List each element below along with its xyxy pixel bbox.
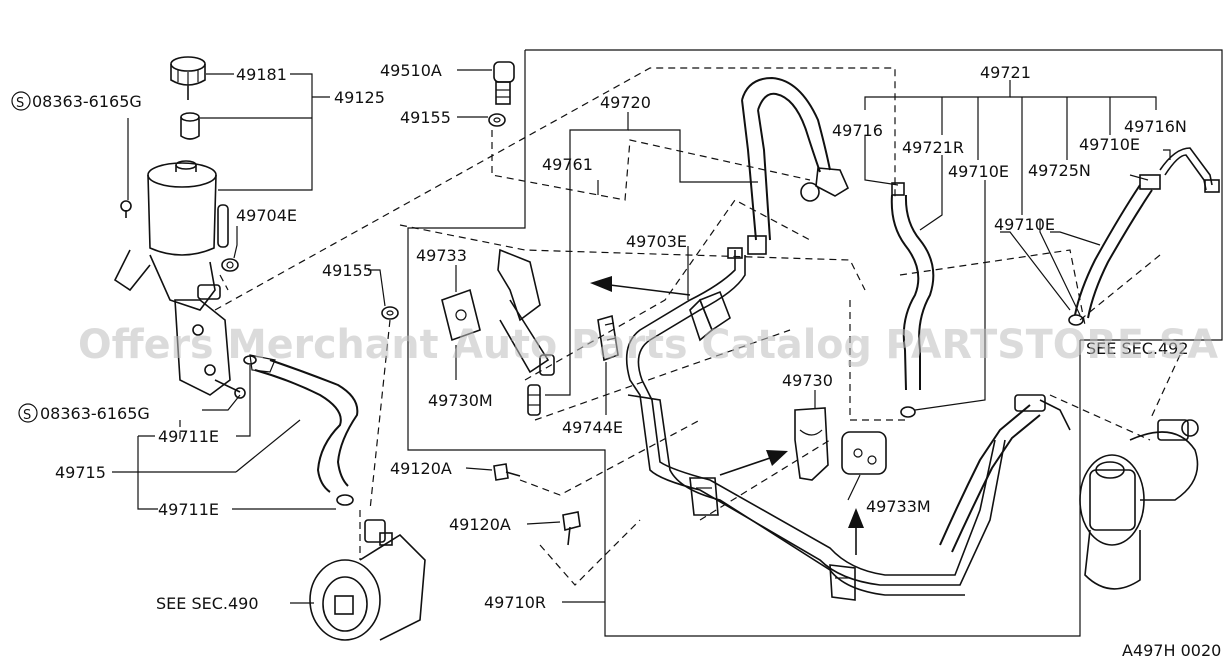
label-see-sec-490: SEE SEC.490 <box>156 594 259 613</box>
return-hose <box>243 354 359 506</box>
label-49721r: 49721R <box>902 138 964 157</box>
label-49730: 49730 <box>782 371 833 390</box>
pressure-hose <box>741 76 850 255</box>
bolt-08363-a <box>120 200 132 218</box>
label-49125: 49125 <box>334 88 385 107</box>
pressure-tubes <box>625 247 1006 596</box>
leader-lines <box>112 69 1171 604</box>
label-49120a-b: 49120A <box>449 515 511 534</box>
label-49715: 49715 <box>55 463 106 482</box>
arrows <box>590 276 864 555</box>
watermark-text: Offers Merchant Auto Parts Catalog PARTS… <box>78 322 1218 368</box>
clip-49744e <box>597 314 619 362</box>
label-49730m: 49730M <box>428 391 493 410</box>
clamp-49703e <box>689 290 731 342</box>
tube-49716n <box>1159 147 1220 193</box>
diagram-code: A497H 0020 <box>1122 641 1221 660</box>
label-see-sec-492: SEE SEC.492 <box>1086 339 1189 358</box>
lower-high-pressure-hose <box>939 394 1071 553</box>
bracket-49733 <box>441 248 550 374</box>
tube-clamp-lower-b <box>829 564 856 601</box>
label-49716n: 49716N <box>1124 117 1187 136</box>
label-49710e-a: 49710E <box>948 162 1009 181</box>
label-49725n: 49725N <box>1028 161 1091 180</box>
label-49716: 49716 <box>832 121 883 140</box>
bolt-49120a-a <box>493 463 521 481</box>
s-symbol-a-letter: S <box>16 96 24 111</box>
clip-49704e <box>221 258 239 272</box>
connector-49510a <box>493 61 515 105</box>
label-49711e-a: 49711E <box>158 427 219 446</box>
s-symbol-b <box>18 403 38 423</box>
label-49733m: 49733M <box>866 497 931 516</box>
reservoir-cap <box>170 56 206 100</box>
label-49720: 49720 <box>600 93 651 112</box>
hose-49721r <box>890 182 935 418</box>
label-49120a-a: 49120A <box>390 459 452 478</box>
label-49704e: 49704E <box>236 206 297 225</box>
section-frames <box>407 49 1223 637</box>
label-49711e-b: 49711E <box>158 500 219 519</box>
bracket-49730 <box>794 407 829 481</box>
label-49733: 49733 <box>416 246 467 265</box>
label-49710e-c: 49710E <box>994 215 1055 234</box>
label-49703e: 49703E <box>626 232 687 251</box>
label-49710e-b: 49710E <box>1079 135 1140 154</box>
label-08363-a: 08363-6165G <box>32 92 142 111</box>
reservoir-tank <box>113 160 229 311</box>
label-08363-b: 08363-6165G <box>40 404 150 423</box>
label-49510a: 49510A <box>380 61 442 80</box>
label-49155-a: 49155 <box>400 108 451 127</box>
label-49744e: 49744E <box>562 418 623 437</box>
label-49155-b: 49155 <box>322 261 373 280</box>
part-labels: 49181 49125 S 08363-6165G 49510A 49155 4… <box>11 61 1221 660</box>
bolt-49120a-b <box>562 511 581 546</box>
reservoir-filter <box>180 112 200 140</box>
power-steering-pump <box>309 519 426 641</box>
fitting-49761 <box>527 354 555 416</box>
steering-gear <box>1079 419 1199 590</box>
tube-clamp-lower-a <box>689 477 719 516</box>
s-symbol-b-letter: S <box>23 408 31 423</box>
washer-49155-b <box>381 306 399 320</box>
washer-49155-a <box>488 113 506 127</box>
s-symbol-a <box>11 91 31 111</box>
label-49761: 49761 <box>542 155 593 174</box>
label-49710r: 49710R <box>484 593 546 612</box>
hose-49710e <box>1068 174 1161 326</box>
label-49721: 49721 <box>980 63 1031 82</box>
bushing-49733m <box>841 431 887 475</box>
label-49181: 49181 <box>236 65 287 84</box>
watermark: Offers Merchant Auto Parts Catalog PARTS… <box>78 322 1218 368</box>
reservoir-bracket <box>174 299 246 399</box>
